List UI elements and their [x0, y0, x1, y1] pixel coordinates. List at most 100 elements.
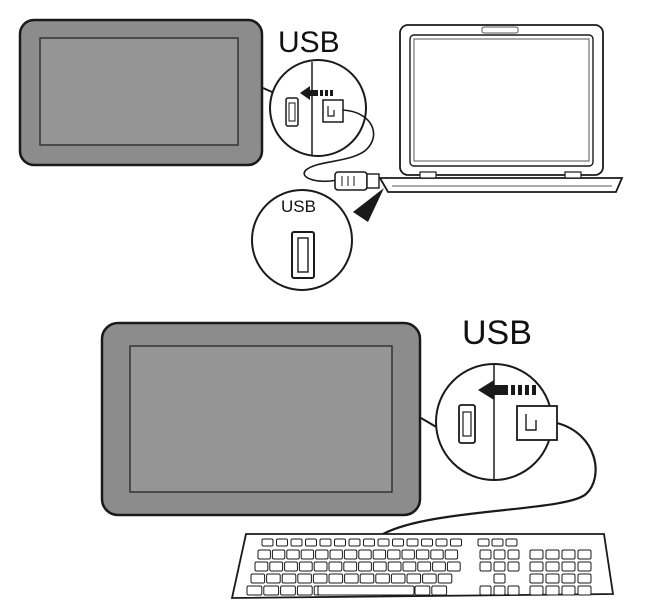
keyboard-key: [328, 561, 343, 572]
keyboard-key: [561, 561, 576, 572]
micro-usb-port-icon: [458, 404, 476, 444]
port-pointer: [353, 188, 384, 222]
keyboard-key: [493, 585, 506, 596]
keyboard-key: [348, 538, 361, 547]
keyboard-key: [545, 585, 560, 596]
keyboard-key: [296, 585, 313, 596]
keyboard-key: [343, 549, 358, 560]
keyboard-key: [271, 549, 286, 560]
keyboard-key: [431, 585, 448, 596]
keyboard-key: [319, 538, 332, 547]
keyboard-key: [328, 573, 344, 584]
keyboard-key: [317, 585, 415, 596]
keyboard-key: [280, 585, 296, 596]
keyboard-key: [261, 538, 274, 547]
keyboard-key: [334, 538, 346, 547]
keyboard-key: [344, 573, 359, 584]
keyboard-key: [529, 549, 544, 560]
keyboard-key: [284, 561, 298, 572]
insert-arrow-icon: [478, 380, 536, 400]
keyboard-key: [561, 549, 576, 560]
keyboard-key: [298, 561, 313, 572]
keyboard-key: [387, 561, 402, 572]
usb-label-laptop-port: USB: [281, 197, 316, 216]
keyboard-key: [450, 538, 462, 547]
keyboard-key: [432, 561, 446, 572]
keyboard-key: [479, 561, 492, 572]
keyboard-key: [507, 561, 520, 572]
keyboard-key: [269, 561, 284, 572]
keyboard-key: [387, 549, 401, 560]
keyboard-key: [529, 573, 544, 584]
keyboard-key: [577, 561, 592, 572]
keyboard-key: [359, 573, 375, 584]
keyboard-key: [402, 561, 417, 572]
port-zoom-circle-bottom: [435, 363, 558, 481]
keyboard-key: [358, 549, 372, 560]
keyboard-key: [493, 573, 506, 584]
keyboard-key: [363, 538, 375, 547]
usb-label-top: USB: [278, 26, 340, 59]
usb-keyboard: [230, 533, 615, 599]
usb-cable-top: [303, 109, 375, 183]
micro-usb-plug-icon: [516, 405, 558, 441]
keyboard-key: [493, 561, 506, 572]
keyboard-key: [281, 573, 297, 584]
keyboard-key: [479, 549, 492, 560]
keyboard-key: [415, 549, 430, 560]
laptop: [378, 24, 624, 193]
keyboard-key: [545, 561, 560, 572]
keyboard-key: [577, 549, 592, 560]
usb-cable-bottom: [382, 421, 597, 535]
insert-arrow-icon: [300, 86, 333, 100]
keyboard-key: [290, 538, 303, 547]
keyboard-key: [561, 573, 576, 584]
keyboard-key: [430, 549, 444, 560]
keyboard-key: [507, 585, 520, 596]
keyboard-key: [343, 561, 358, 572]
keyboard-key: [315, 549, 329, 560]
micro-usb-port-icon: [285, 97, 299, 127]
keyboard-key: [577, 573, 592, 584]
keyboard-key: [276, 538, 288, 547]
keyboard-key: [435, 538, 448, 547]
keyboard-key: [561, 585, 576, 596]
keyboard-key: [392, 538, 404, 547]
usb-a-plug-icon: [334, 171, 380, 191]
keyboard-key: [300, 549, 315, 560]
keyboard-key: [375, 573, 390, 584]
usb-a-port-icon: [291, 231, 315, 279]
keyboard-key: [479, 585, 492, 596]
keyboard-key: [250, 573, 266, 584]
keyboard-key: [254, 561, 269, 572]
usb-label-bottom: USB: [462, 314, 532, 352]
keyboard-key: [312, 573, 328, 584]
keyboard-key: [417, 561, 432, 572]
keyboard-key: [446, 561, 461, 572]
keyboard-key: [372, 549, 387, 560]
port-zoom-circle-laptop: [251, 189, 353, 291]
keyboard-key: [246, 585, 263, 596]
keyboard-key: [444, 549, 459, 560]
keyboard-key: [372, 561, 387, 572]
keyboard-key: [493, 549, 506, 560]
keyboard-key: [313, 561, 328, 572]
keyboard-key: [401, 549, 415, 560]
tablet-top: [18, 18, 273, 167]
keyboard-key: [358, 561, 372, 572]
keyboard-key: [491, 538, 504, 547]
keyboard-key: [422, 573, 437, 584]
keyboard-key: [529, 561, 544, 572]
keyboard-key: [421, 538, 433, 547]
keyboard-key: [414, 585, 431, 596]
keyboard-key: [406, 573, 422, 584]
keyboard-key: [257, 549, 271, 560]
keyboard-key: [545, 549, 560, 560]
keyboard-key: [406, 538, 419, 547]
keyboard-key: [529, 585, 544, 596]
keyboard-key: [286, 549, 300, 560]
keyboard-key: [507, 549, 520, 560]
keyboard-key: [377, 538, 390, 547]
keyboard-key: [305, 538, 317, 547]
